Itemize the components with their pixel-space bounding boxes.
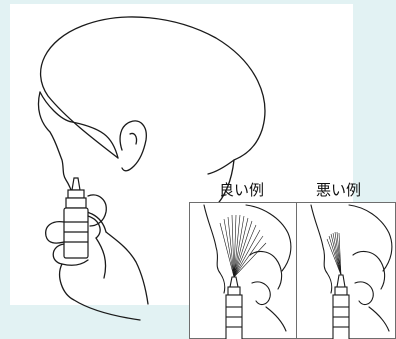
good-nasal-cross-section: [203, 204, 292, 339]
bad-example-diagram: [296, 202, 396, 339]
good-example-label: 良い例: [219, 182, 265, 199]
ear-inner: [129, 132, 138, 145]
bad-nasal-cross-section: [310, 204, 393, 339]
neck-front: [105, 231, 149, 305]
face-front: [37, 91, 75, 199]
spray-cone-icon: [326, 231, 342, 276]
hand-icon: [45, 194, 141, 321]
bad-example-label: 悪い例: [316, 182, 362, 199]
spray-cone-icon: [219, 214, 267, 278]
ear: [119, 120, 147, 172]
nasal-spray-bottle-icon: [63, 177, 89, 259]
good-example-diagram: [189, 202, 297, 339]
nasal-spray-bottle-icon: [225, 276, 243, 339]
nasal-spray-bottle-icon: [332, 274, 350, 339]
face-profile: [39, 91, 119, 159]
hair-outline: [39, 16, 266, 175]
